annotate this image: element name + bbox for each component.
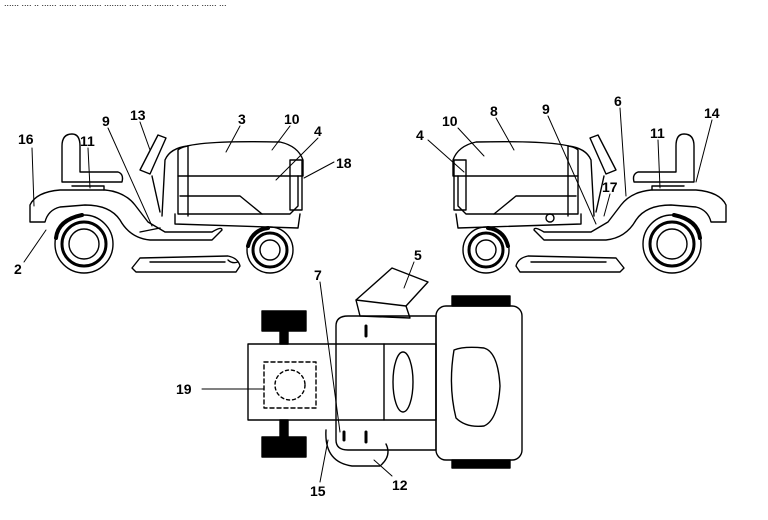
left-seat bbox=[61, 133, 124, 183]
left-mower-deck bbox=[131, 255, 241, 273]
tractor-top-view bbox=[247, 267, 523, 469]
callout-6: 6 bbox=[614, 93, 622, 109]
right-rear-fender bbox=[533, 189, 727, 241]
header-text: ...... .... .. ...... ....... ......... … bbox=[4, 0, 227, 8]
top-rear-body bbox=[335, 315, 437, 451]
right-seat bbox=[632, 133, 695, 183]
top-wheel-upper bbox=[261, 310, 307, 332]
left-front-tire bbox=[246, 226, 294, 274]
callout-18: 18 bbox=[336, 155, 352, 171]
callout-9-left: 9 bbox=[102, 113, 110, 129]
left-steering-column bbox=[139, 134, 167, 175]
left-dash-tower bbox=[161, 145, 189, 217]
right-front-tire bbox=[462, 226, 510, 274]
top-hood-oval bbox=[450, 346, 501, 428]
callout-19: 19 bbox=[176, 381, 192, 397]
right-hood bbox=[452, 140, 579, 177]
callout-17: 17 bbox=[602, 179, 618, 195]
callout-14: 14 bbox=[704, 105, 720, 121]
left-grille bbox=[289, 159, 303, 211]
tractor-right-side-view bbox=[452, 133, 727, 274]
right-mower-deck bbox=[515, 255, 625, 273]
right-dash-tower bbox=[567, 145, 595, 217]
callout-7: 7 bbox=[314, 267, 322, 283]
top-front-box bbox=[247, 343, 385, 421]
right-grille bbox=[453, 159, 467, 211]
callout-4-right: 4 bbox=[416, 127, 424, 143]
callout-3: 3 bbox=[238, 111, 246, 127]
callout-10-left: 10 bbox=[284, 111, 300, 127]
callout-11-left: 11 bbox=[80, 133, 95, 149]
callout-12: 12 bbox=[392, 477, 408, 493]
leader-lines bbox=[23, 107, 713, 483]
header-strip: ...... .... .. ...... ....... ......... … bbox=[4, 0, 227, 8]
engine-dotted-box bbox=[263, 361, 317, 409]
top-seat-flap bbox=[355, 267, 429, 307]
callout-13: 13 bbox=[130, 107, 146, 123]
callout-11-right: 11 bbox=[650, 125, 665, 141]
fuel-cap bbox=[545, 213, 555, 223]
callout-9-right: 9 bbox=[542, 101, 550, 117]
callout-10-right: 10 bbox=[442, 113, 458, 129]
right-steering-column bbox=[589, 134, 617, 175]
callout-16: 16 bbox=[18, 131, 34, 147]
callout-5: 5 bbox=[414, 247, 422, 263]
callout-2: 2 bbox=[14, 261, 22, 277]
top-hood bbox=[435, 305, 523, 461]
callout-labels: 16 11 9 13 3 10 4 18 2 4 10 8 9 6 14 11 … bbox=[14, 93, 720, 499]
left-rear-fender bbox=[29, 189, 223, 241]
top-wheel-lower bbox=[261, 436, 307, 458]
tractor-left-side-view bbox=[29, 133, 304, 274]
callout-4-left: 4 bbox=[314, 123, 322, 139]
callout-8: 8 bbox=[490, 103, 498, 119]
callout-15: 15 bbox=[310, 483, 326, 499]
left-hood bbox=[177, 140, 304, 177]
